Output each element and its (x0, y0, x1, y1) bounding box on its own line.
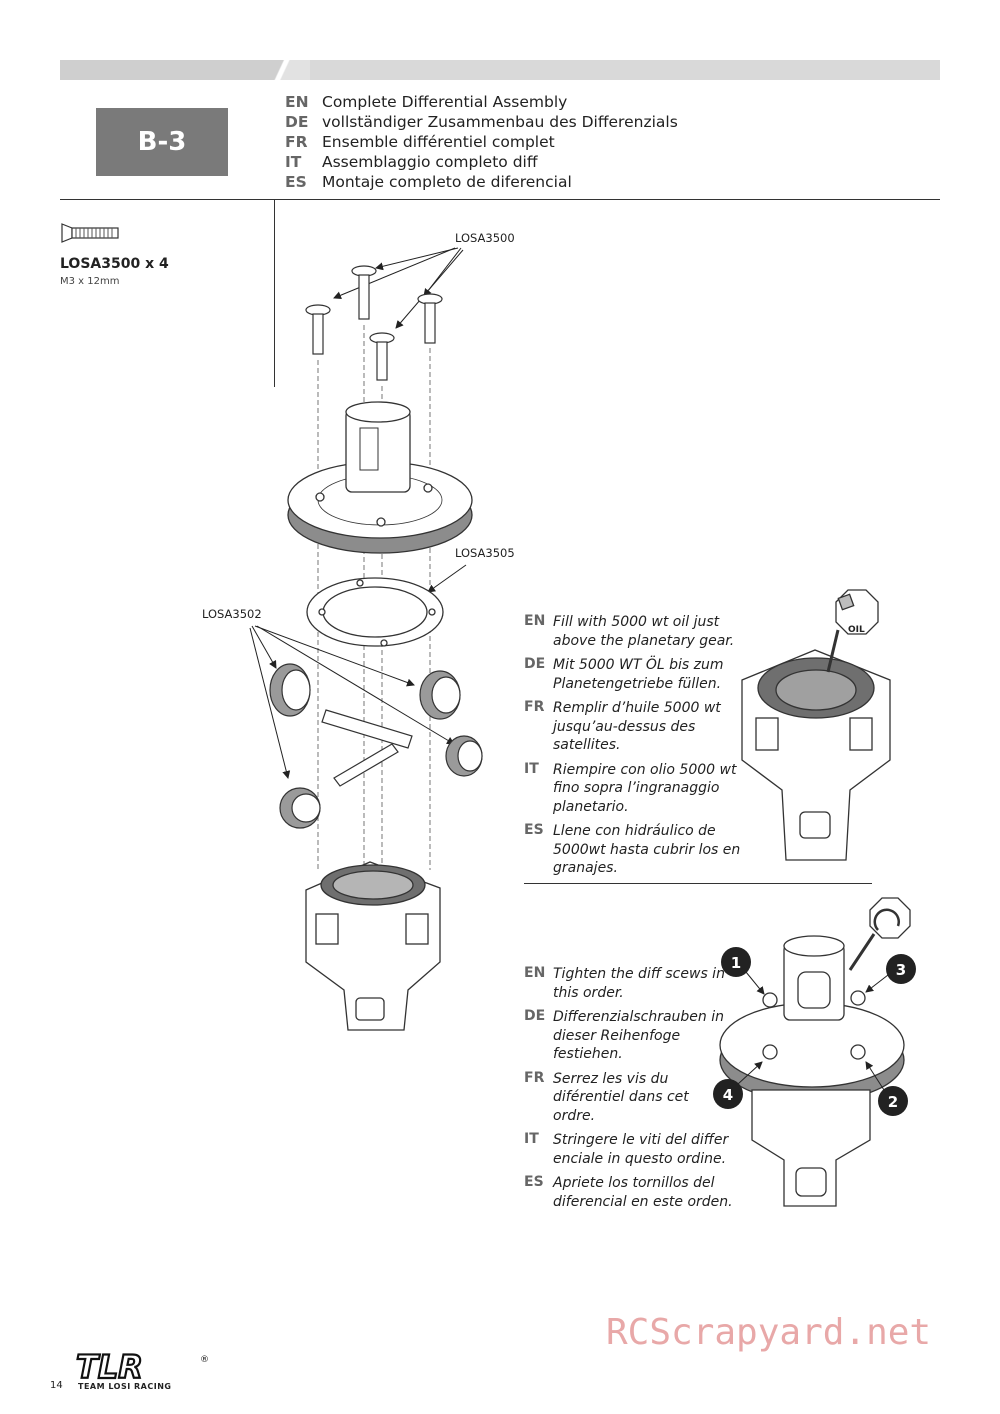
callout-screws: LOSA3500 (455, 231, 515, 245)
screw-icon (61, 223, 119, 243)
header-divider (60, 199, 940, 200)
parts-divider (274, 200, 275, 387)
tighten-detail-image (719, 897, 911, 1207)
brand-name: TEAM LOSI RACING (78, 1382, 172, 1391)
part-spec: M3 x 12mm (60, 276, 120, 287)
spider-gear-1 (269, 663, 311, 717)
callout-gears: LOSA3502 (202, 607, 262, 621)
diff-case (305, 861, 441, 1031)
gear-arrows (249, 625, 455, 779)
screw-4 (369, 332, 395, 381)
planetary-gears (269, 663, 483, 829)
screw-2 (351, 265, 377, 320)
ring-gear (287, 401, 473, 554)
instruction-divider (524, 883, 872, 884)
header-bar-notch (250, 60, 310, 80)
gasket-arrow (427, 564, 467, 593)
gasket (306, 577, 444, 647)
screw-3 (417, 293, 443, 344)
order-marker-1: 1 (731, 954, 741, 972)
spider-gear-4 (279, 787, 321, 829)
order-marker-2: 2 (888, 1093, 898, 1111)
tlr-logo: TLR ® (75, 1350, 209, 1382)
order-marker-4: 4 (723, 1086, 733, 1104)
header-bar (60, 60, 940, 80)
order-marker-3: 3 (896, 961, 906, 979)
screws (305, 265, 443, 381)
svg-text:TLR: TLR (76, 1350, 143, 1382)
watermark: RCScrapyard.net (606, 1312, 932, 1353)
cross-pins (321, 709, 413, 787)
spider-gear-2 (419, 670, 461, 720)
svg-text:®: ® (200, 1355, 209, 1365)
oil-detail-image: OIL (741, 589, 891, 861)
page-number: 14 (50, 1380, 63, 1391)
header-bar-rest (310, 60, 940, 80)
spider-gear-3 (445, 735, 483, 777)
step-label: B-3 (96, 108, 228, 176)
screw-arrows (333, 247, 464, 329)
screw-1 (305, 304, 331, 355)
oil-badge: OIL (848, 625, 865, 635)
callout-gasket: LOSA3505 (455, 546, 515, 560)
tighten-order-markers: 1 2 3 4 (713, 947, 916, 1116)
part-quantity-label: LOSA3500 x 4 (60, 256, 169, 272)
